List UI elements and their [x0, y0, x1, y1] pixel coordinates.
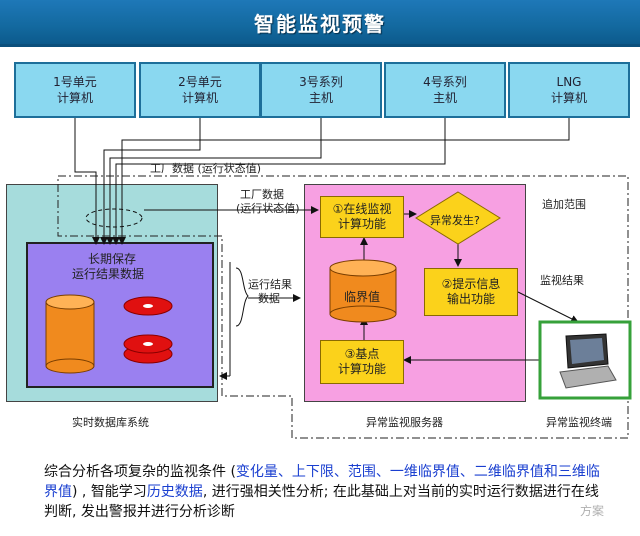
- host-box-5: LNG 计算机: [508, 62, 630, 118]
- host-2-line1: 2号单元: [178, 75, 222, 89]
- host-box-3: 3号系列 主机: [260, 62, 382, 118]
- description-conditions: 变化量、上下限、范围、一维临界值、二维临界值和三维临界值: [44, 464, 600, 500]
- monitor-result-label: 监视结果: [540, 274, 584, 287]
- description-part3: ) , 智能学习: [72, 484, 147, 500]
- host-3-line2: 主机: [308, 91, 333, 105]
- store-title-2: 运行结果数据: [72, 267, 145, 281]
- alert-output-line1: ②提示信息: [441, 277, 501, 291]
- description-part1: 综合分析各项复杂的监视条件 (: [44, 464, 236, 480]
- added-scope-label: 追加范围: [542, 198, 586, 211]
- host-4-line1: 4号系列: [423, 75, 467, 89]
- host-1-line2: 计算机: [56, 91, 93, 105]
- database-caption: 实时数据库系统: [72, 416, 149, 429]
- server-caption: 异常监视服务器: [366, 416, 443, 429]
- online-monitor-line1: ①在线监视: [332, 202, 392, 216]
- host-5-line1: LNG: [556, 75, 582, 89]
- alert-output-box: ②提示信息 输出功能: [424, 268, 518, 316]
- host-2-line2: 计算机: [181, 91, 218, 105]
- title-banner: 智能监视预警: [0, 0, 640, 47]
- description-part5: , 进行强相关性分析; 在此基础上对当前的实时运行数据进行在线判断, 发出警报并…: [44, 484, 599, 520]
- plant-data-mid-label-2: (运行状态值): [236, 202, 300, 215]
- base-calc-line2: 计算功能: [337, 362, 386, 376]
- threshold-cylinder: [329, 259, 397, 323]
- host-box-4: 4号系列 主机: [384, 62, 506, 118]
- alert-output-line2: 输出功能: [446, 292, 495, 306]
- run-result-label-2: 数据: [258, 292, 280, 305]
- run-result-label-1: 运行结果: [248, 278, 292, 291]
- plant-data-top-label: 工厂数据 (运行状态值): [150, 162, 262, 175]
- storage-cylinder: [45, 294, 95, 374]
- page-title: 智能监视预警: [254, 12, 386, 36]
- description-history: 历史数据: [146, 484, 203, 500]
- host-5-line2: 计算机: [550, 91, 587, 105]
- threshold-label: 临界值: [344, 290, 381, 304]
- decision-label: 异常发生?: [430, 214, 480, 227]
- host-3-line1: 3号系列: [299, 75, 343, 89]
- disk-icons: [123, 296, 173, 364]
- laptop-icon: [538, 320, 632, 400]
- online-monitor-box: ①在线监视 计算功能: [320, 196, 404, 238]
- description-text: 综合分析各项复杂的监视条件 (变化量、上下限、范围、一维临界值、二维临界值和三维…: [44, 462, 604, 522]
- host-box-1: 1号单元 计算机: [14, 62, 136, 118]
- terminal-caption: 异常监视终端: [546, 416, 612, 429]
- store-title-1: 长期保存: [88, 252, 137, 266]
- online-monitor-line2: 计算功能: [337, 217, 386, 231]
- host-1-line1: 1号单元: [53, 75, 97, 89]
- watermark: 方案: [580, 504, 605, 518]
- base-calc-box: ③基点 计算功能: [320, 340, 404, 384]
- host-4-line2: 主机: [432, 91, 457, 105]
- base-calc-line1: ③基点: [344, 347, 380, 361]
- plant-data-mid-label-1: 工厂数据: [240, 188, 284, 201]
